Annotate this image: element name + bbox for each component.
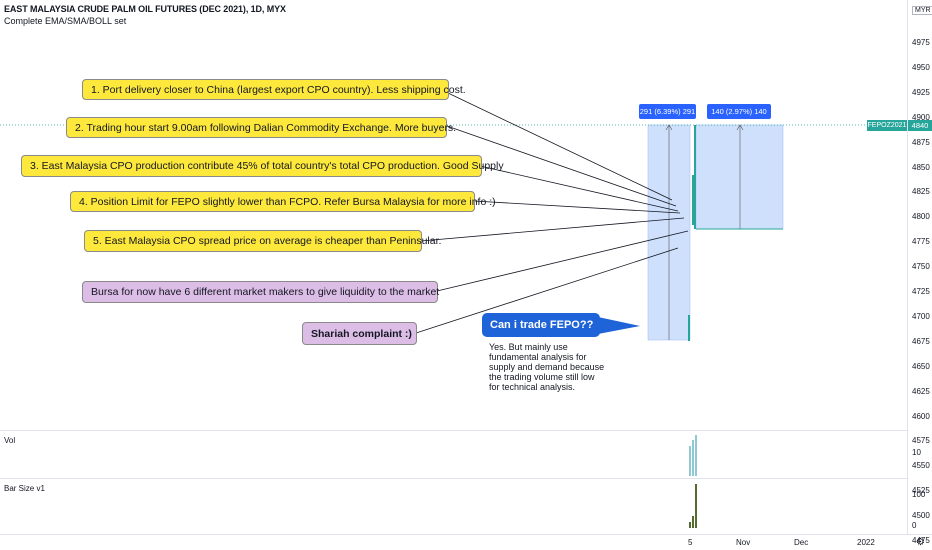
price-tick-label: 4950 xyxy=(912,62,930,72)
candle[interactable] xyxy=(694,125,696,229)
callout-pointer-6 xyxy=(436,230,689,292)
price-tick-label: 4825 xyxy=(912,187,930,197)
callout-pointer-5 xyxy=(420,217,685,242)
callout-pointer-3 xyxy=(479,165,679,212)
price-tick-label: 4500 xyxy=(912,511,930,521)
panel-separator-bar[interactable] xyxy=(0,478,907,479)
price-tick-label: 4525 xyxy=(912,486,930,496)
price-tick-label: 4650 xyxy=(912,361,930,371)
vol-axis-label: 10 xyxy=(912,448,921,457)
vol-bar[interactable] xyxy=(689,446,691,476)
price-tick-label: 4575 xyxy=(912,436,930,446)
callout-pointer-2 xyxy=(446,125,677,207)
price-tick-label: 4925 xyxy=(912,87,930,97)
bar-axis-label-top: 100 xyxy=(912,490,926,499)
callout-4[interactable]: 4. Position Limit for FEPO slightly lowe… xyxy=(70,191,496,212)
price-axis-divider xyxy=(907,0,908,535)
price-tick-label: 4750 xyxy=(912,262,930,272)
time-label: Dec xyxy=(794,538,809,547)
vol-bar[interactable] xyxy=(695,435,697,476)
price-tick-label: 4475 xyxy=(912,536,930,545)
callout-1[interactable]: 1. Port delivery closer to China (larges… xyxy=(82,79,466,100)
measure-badge-1[interactable]: 291 (6.39%) 291 xyxy=(639,104,696,119)
symbol-price-badge: FEPOZ2021 xyxy=(867,120,907,131)
panel-separator-vol[interactable] xyxy=(0,430,907,431)
price-tick-label: 4800 xyxy=(912,212,930,222)
price-tick-label: 4625 xyxy=(912,386,930,396)
callout-3[interactable]: 3. East Malaysia CPO production contribu… xyxy=(21,155,504,177)
price-tick-label: 4875 xyxy=(912,137,930,147)
vol-bar[interactable] xyxy=(692,440,694,476)
vol-panel-label[interactable]: Vol xyxy=(4,436,16,445)
callout-2[interactable]: 2. Trading hour start 9.00am following D… xyxy=(66,117,456,138)
price-tick-label: 4850 xyxy=(912,162,930,172)
time-axis-line xyxy=(0,534,932,535)
bar-panel-label[interactable]: Bar Size v1 xyxy=(4,484,45,493)
price-tick-label: 4700 xyxy=(912,311,930,321)
measure-badge-2[interactable]: 140 (2.97%) 140 xyxy=(707,104,771,119)
candle[interactable] xyxy=(692,175,694,225)
barsize-bar[interactable] xyxy=(695,484,697,528)
time-label: Nov xyxy=(736,538,751,547)
settings-icon[interactable]: ⚙ xyxy=(916,537,925,548)
price-range-box-2[interactable] xyxy=(695,124,784,230)
callout-pointer-4 xyxy=(473,200,681,214)
price-tick-label: 4675 xyxy=(912,336,930,346)
time-label: 5 xyxy=(688,538,693,547)
price-tick-label: 4725 xyxy=(912,287,930,296)
bar-axis-label-bottom: 0 xyxy=(912,521,917,530)
answer-note[interactable]: Yes. But mainly use fundamental analysis… xyxy=(489,342,605,392)
candle[interactable] xyxy=(688,315,690,341)
price-tick-label: 4775 xyxy=(912,237,930,247)
price-tick-label: 4900 xyxy=(912,112,930,122)
question-bubble[interactable]: Can i trade FEPO?? xyxy=(482,313,600,337)
bubble-tail xyxy=(598,317,640,334)
price-tick-label: 4600 xyxy=(912,411,930,421)
indicator-label[interactable]: Complete EMA/SMA/BOLL set xyxy=(4,16,127,26)
last-price-label: 4840 xyxy=(908,120,932,131)
barsize-bar[interactable] xyxy=(692,516,694,528)
callout-market-makers[interactable]: Bursa for now have 6 different market ma… xyxy=(82,281,439,303)
currency-label[interactable]: MYR xyxy=(912,6,932,15)
time-label: 2022 xyxy=(857,538,875,547)
callout-pointer-1 xyxy=(447,92,673,201)
callout-5[interactable]: 5. East Malaysia CPO spread price on ave… xyxy=(84,230,441,252)
price-tick-label: 4550 xyxy=(912,461,930,471)
callout-shariah[interactable]: Shariah complaint :) xyxy=(302,322,417,345)
barsize-bar[interactable] xyxy=(689,522,691,528)
chart-title: EAST MALAYSIA CRUDE PALM OIL FUTURES (DE… xyxy=(4,4,286,14)
price-tick-label: 4975 xyxy=(912,38,930,47)
callout-pointer-7 xyxy=(415,247,679,334)
